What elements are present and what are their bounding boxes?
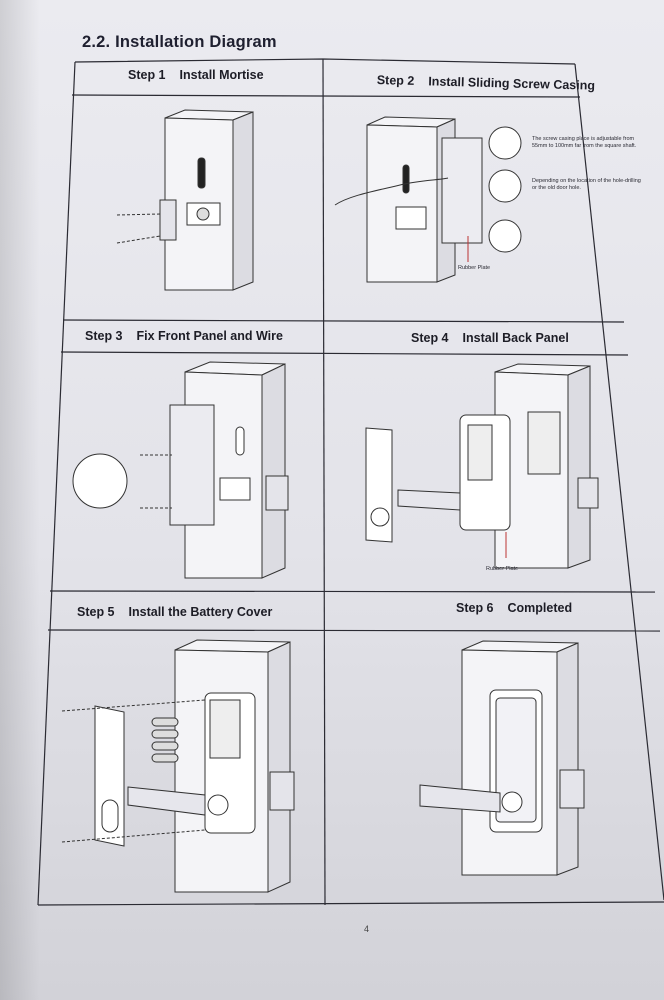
rubber-plate-label-step4: Rubber Plate <box>486 566 519 572</box>
step6-label: Completed <box>507 601 573 615</box>
section-title: 2.2. Installation Diagram <box>82 33 277 51</box>
page-number: 4 <box>364 924 370 934</box>
step3-header: Step 3 Fix Front Panel and Wire <box>85 329 283 343</box>
step1-header: Step 1 Install Mortise <box>128 68 264 82</box>
step4-illustration <box>365 363 599 569</box>
step4-number: Step 4 <box>411 331 449 345</box>
step1-illustration <box>116 109 254 291</box>
step2-number: Step 2 <box>376 73 415 88</box>
step5-header: Step 5 Install the Battery Cover <box>77 605 272 619</box>
step2-illustration <box>334 116 522 283</box>
step3-label: Fix Front Panel and Wire <box>136 329 283 343</box>
rubber-plate-label-step2: Rubber Plate <box>458 265 491 271</box>
step3-number: Step 3 <box>85 329 123 343</box>
screw-casing-note: The screw casing place is adjustable fro… <box>532 136 637 149</box>
step6-illustration <box>419 640 585 876</box>
hole-note: Depending on the location of the hole-dr… <box>532 178 641 191</box>
step1-label: Install Mortise <box>179 68 264 82</box>
step4-label: Install Back Panel <box>462 331 569 345</box>
step5-number: Step 5 <box>77 605 115 619</box>
step6-number: Step 6 <box>456 601 494 615</box>
step5-illustration <box>61 639 295 893</box>
step1-number: Step 1 <box>128 68 166 82</box>
step6-header: Step 6 Completed <box>456 601 572 615</box>
table-grid <box>37 58 664 906</box>
step3-illustration <box>72 361 289 579</box>
step4-header: Step 4 Install Back Panel <box>411 331 569 345</box>
step5-label: Install the Battery Cover <box>128 605 273 619</box>
